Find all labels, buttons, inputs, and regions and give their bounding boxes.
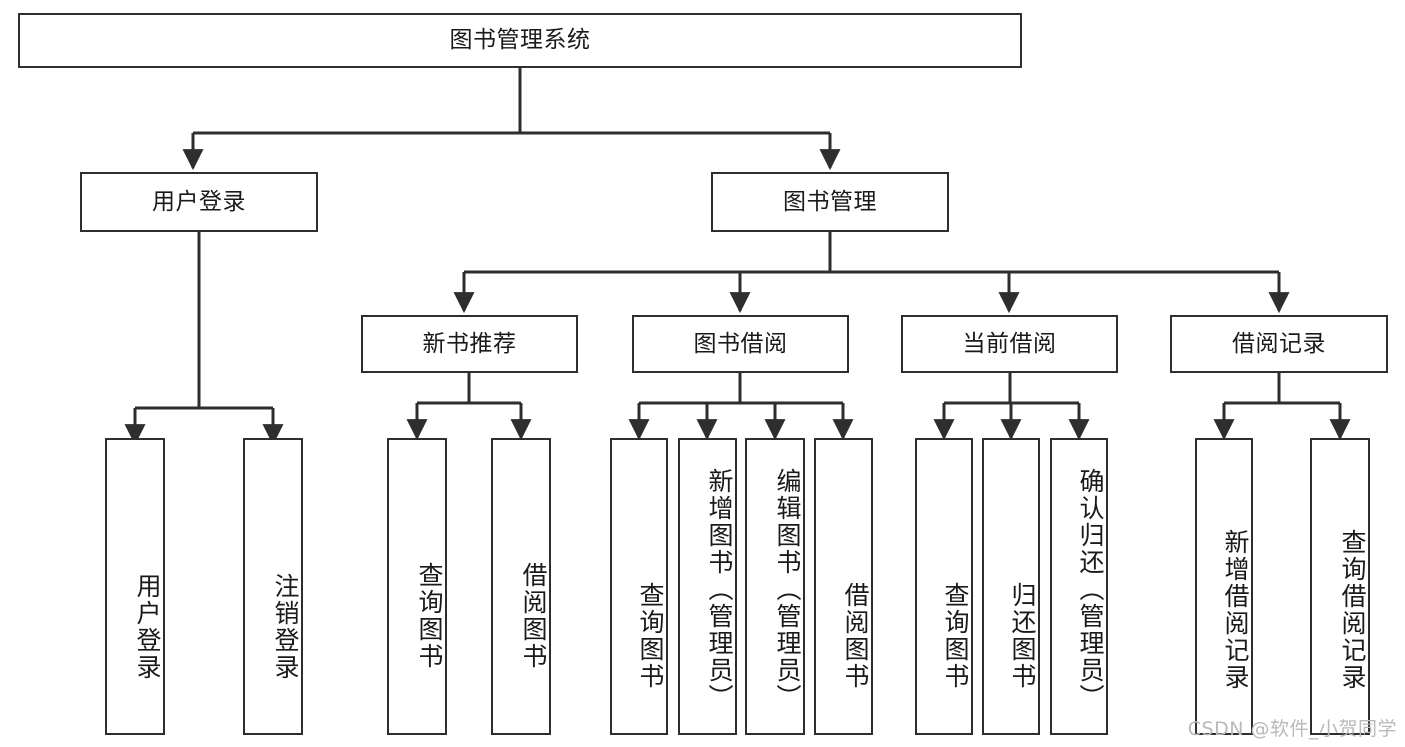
leaf-add-borrow-record[interactable]: 新增借阅记录 <box>1195 438 1253 735</box>
node-book-borrow-label: 图书借阅 <box>693 330 788 357</box>
leaf-add-book-label: 新增图书（管理员） <box>705 468 734 711</box>
node-borrow-records-label: 借阅记录 <box>1232 330 1326 357</box>
leaf-confirm-return[interactable]: 确认归还（管理员） <box>1050 438 1108 735</box>
leaf-user-logout[interactable]: 注销登录 <box>243 438 303 735</box>
node-book-borrow[interactable]: 图书借阅 <box>632 315 849 373</box>
node-current-borrow[interactable]: 当前借阅 <box>901 315 1118 373</box>
leaf-confirm-return-label: 确认归还（管理员） <box>1076 468 1105 711</box>
node-borrow-records[interactable]: 借阅记录 <box>1170 315 1388 373</box>
leaf-query-book-current[interactable]: 查询图书 <box>915 438 973 735</box>
node-book-management-label: 图书管理 <box>783 188 877 215</box>
leaf-query-book-borrow-label: 查询图书 <box>636 581 665 690</box>
leaf-query-borrow-record-label: 查询借阅记录 <box>1338 529 1367 691</box>
leaf-query-book-borrow[interactable]: 查询图书 <box>610 438 668 735</box>
leaf-query-book-current-label: 查询图书 <box>941 581 970 690</box>
watermark: CSDN @软件_小贺同学 <box>1187 718 1397 740</box>
node-user-login[interactable]: 用户登录 <box>80 172 318 232</box>
leaf-query-book-new[interactable]: 查询图书 <box>387 438 447 735</box>
node-user-login-label: 用户登录 <box>152 188 246 215</box>
leaf-return-book[interactable]: 归还图书 <box>982 438 1040 735</box>
leaf-user-login[interactable]: 用户登录 <box>105 438 165 735</box>
leaf-return-book-label: 归还图书 <box>1008 581 1037 690</box>
leaf-borrow-book-label: 借阅图书 <box>841 581 870 690</box>
leaf-user-login-label: 用户登录 <box>133 572 162 681</box>
leaf-user-logout-label: 注销登录 <box>271 572 300 681</box>
leaf-add-book[interactable]: 新增图书（管理员） <box>678 438 737 735</box>
leaf-edit-book[interactable]: 编辑图书（管理员） <box>745 438 805 735</box>
node-new-book-recommend-label: 新书推荐 <box>422 330 517 357</box>
leaf-query-borrow-record[interactable]: 查询借阅记录 <box>1310 438 1370 735</box>
node-new-book-recommend[interactable]: 新书推荐 <box>361 315 578 373</box>
leaf-borrow-book-new-label: 借阅图书 <box>519 561 548 670</box>
node-root-label: 图书管理系统 <box>449 27 591 54</box>
leaf-add-borrow-record-label: 新增借阅记录 <box>1221 529 1250 691</box>
leaf-edit-book-label: 编辑图书（管理员） <box>773 468 802 711</box>
leaf-borrow-book-new[interactable]: 借阅图书 <box>491 438 551 735</box>
node-book-management[interactable]: 图书管理 <box>711 172 949 232</box>
leaf-query-book-new-label: 查询图书 <box>415 561 444 670</box>
node-root[interactable]: 图书管理系统 <box>18 13 1022 68</box>
node-current-borrow-label: 当前借阅 <box>962 330 1057 357</box>
leaf-borrow-book[interactable]: 借阅图书 <box>814 438 873 735</box>
